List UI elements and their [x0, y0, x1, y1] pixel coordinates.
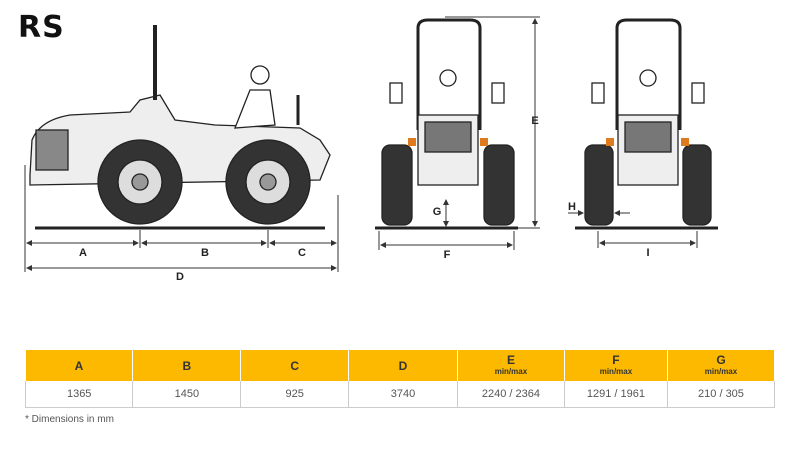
label-c: C	[298, 247, 306, 259]
model-title: RS	[18, 10, 65, 45]
header-b: B	[132, 350, 242, 381]
value-f: 1291 / 1961	[563, 381, 668, 408]
header-c: C	[240, 350, 350, 381]
label-e: E	[531, 115, 538, 127]
rear-wheel	[97, 139, 183, 225]
table-row: 1365 1450 925 3740 2240 / 2364 1291 / 19…	[24, 381, 776, 408]
label-d: D	[176, 271, 184, 283]
front-wheel	[225, 139, 311, 225]
label-a: A	[79, 247, 87, 259]
header-d: D	[348, 350, 458, 381]
label-b: B	[201, 247, 209, 259]
dimension-lines	[24, 165, 339, 272]
value-b: 1450	[132, 381, 242, 408]
value-a: 1365	[24, 381, 134, 408]
front-view-tractor-1	[381, 18, 515, 226]
header-a: A	[25, 350, 134, 381]
label-i: I	[646, 247, 649, 259]
front-view-tractor-2	[584, 18, 712, 226]
label-h: H	[568, 201, 576, 213]
label-f: F	[444, 249, 451, 261]
footnote: * Dimensions in mm	[25, 414, 114, 425]
tractor-dimension-diagram: A B C D F E G	[24, 16, 718, 283]
label-g: G	[433, 206, 442, 218]
value-g: 210 / 305	[666, 381, 776, 408]
value-c: 925	[240, 381, 350, 408]
side-view-tractor	[29, 25, 331, 225]
value-e: 2240 / 2364	[456, 381, 565, 408]
value-d: 3740	[348, 381, 458, 408]
